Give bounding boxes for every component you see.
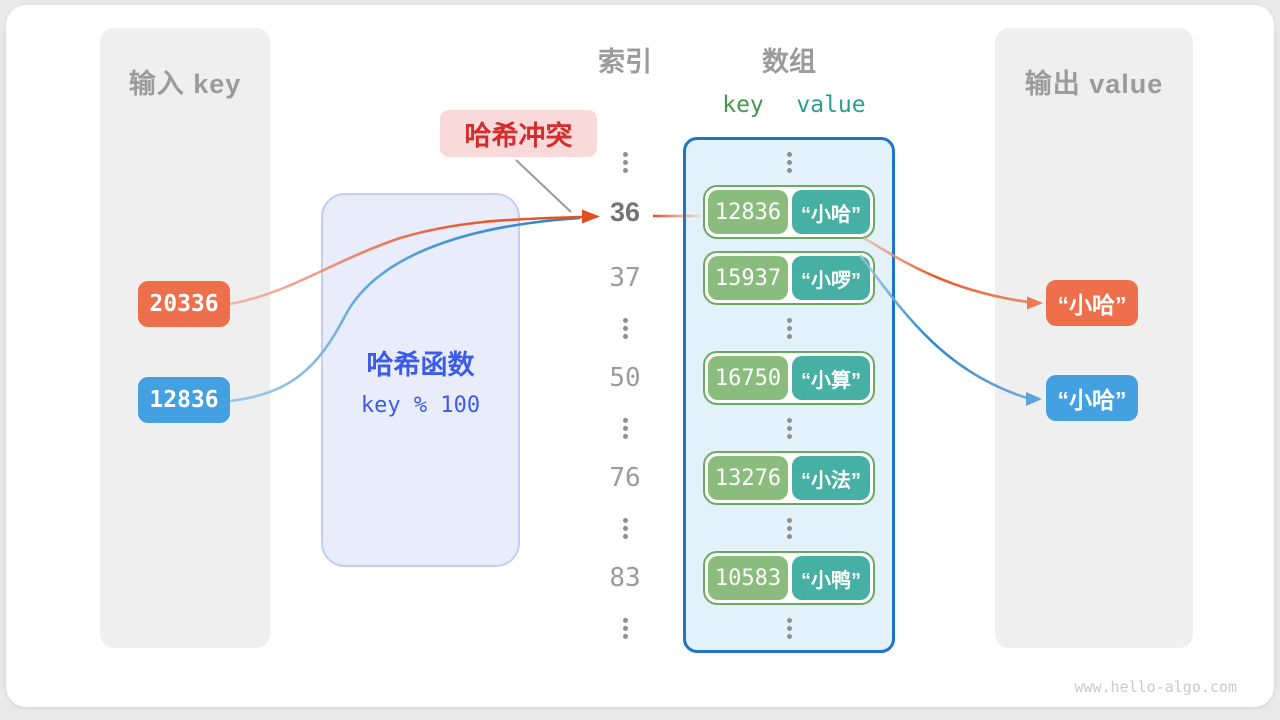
- bucket-value: “小法”: [792, 456, 870, 500]
- value-header: value: [796, 92, 866, 118]
- hash-function-box: 哈希函数 key % 100: [321, 193, 520, 567]
- index-column-title: 索引: [598, 47, 652, 77]
- bucket-value: “小啰”: [792, 256, 870, 300]
- input-key-panel: 输入 key 20336 12836: [100, 28, 270, 648]
- ellipsis-dots: [786, 417, 792, 439]
- array-box: 12836“小哈”15937“小啰”16750“小算”13276“小法”1058…: [683, 137, 895, 653]
- ellipsis-dots: [622, 417, 628, 439]
- input-key-12836: 12836: [138, 377, 230, 423]
- bucket-pair-10583: 10583“小鸭”: [703, 551, 875, 605]
- watermark: www.hello-algo.com: [1074, 678, 1237, 696]
- input-key-20336: 20336: [138, 281, 230, 327]
- bucket-value: “小鸭”: [792, 556, 870, 600]
- bucket-pair-12836: 12836“小哈”: [703, 185, 875, 239]
- ellipsis-dots: [622, 151, 628, 173]
- ellipsis-dots: [622, 317, 628, 339]
- bucket-key: 13276: [708, 456, 788, 500]
- input-panel-title: 输入 key: [128, 69, 242, 99]
- key-header: key: [722, 92, 764, 118]
- hash-function-formula: key % 100: [360, 393, 481, 418]
- ellipsis-dots: [622, 617, 628, 639]
- bucket-key: 10583: [708, 556, 788, 600]
- array-kv-header: key value: [703, 92, 875, 118]
- bucket-pair-16750: 16750“小算”: [703, 351, 875, 405]
- ellipsis-dots: [622, 517, 628, 539]
- array-column-title: 数组: [762, 47, 816, 77]
- output-value-blue: “小哈”: [1046, 375, 1138, 421]
- ellipsis-dots: [786, 617, 792, 639]
- hash-function-name: 哈希函数: [366, 350, 475, 380]
- index-value-36: 36: [609, 196, 641, 227]
- index-value-76: 76: [609, 463, 641, 493]
- ellipsis-dots: [786, 151, 792, 173]
- index-value-50: 50: [609, 363, 641, 393]
- bucket-key: 15937: [708, 256, 788, 300]
- bucket-key: 16750: [708, 356, 788, 400]
- array-rows: 12836“小哈”15937“小啰”16750“小算”13276“小法”1058…: [686, 140, 892, 650]
- bucket-value: “小算”: [792, 356, 870, 400]
- bucket-value: “小哈”: [792, 190, 870, 234]
- bucket-pair-15937: 15937“小啰”: [703, 251, 875, 305]
- output-value-orange: “小哈”: [1046, 280, 1138, 326]
- index-value-83: 83: [609, 563, 641, 593]
- index-value-37: 37: [609, 263, 641, 293]
- bucket-pair-13276: 13276“小法”: [703, 451, 875, 505]
- bucket-key: 12836: [708, 190, 788, 234]
- ellipsis-dots: [786, 517, 792, 539]
- output-panel-title: 输出 value: [1024, 69, 1164, 99]
- ellipsis-dots: [786, 317, 792, 339]
- output-value-panel: 输出 value “小哈” “小哈”: [995, 28, 1193, 648]
- index-column: 36 37 50 76 83: [575, 140, 675, 650]
- hash-collision-badge: 哈希冲突: [440, 110, 597, 157]
